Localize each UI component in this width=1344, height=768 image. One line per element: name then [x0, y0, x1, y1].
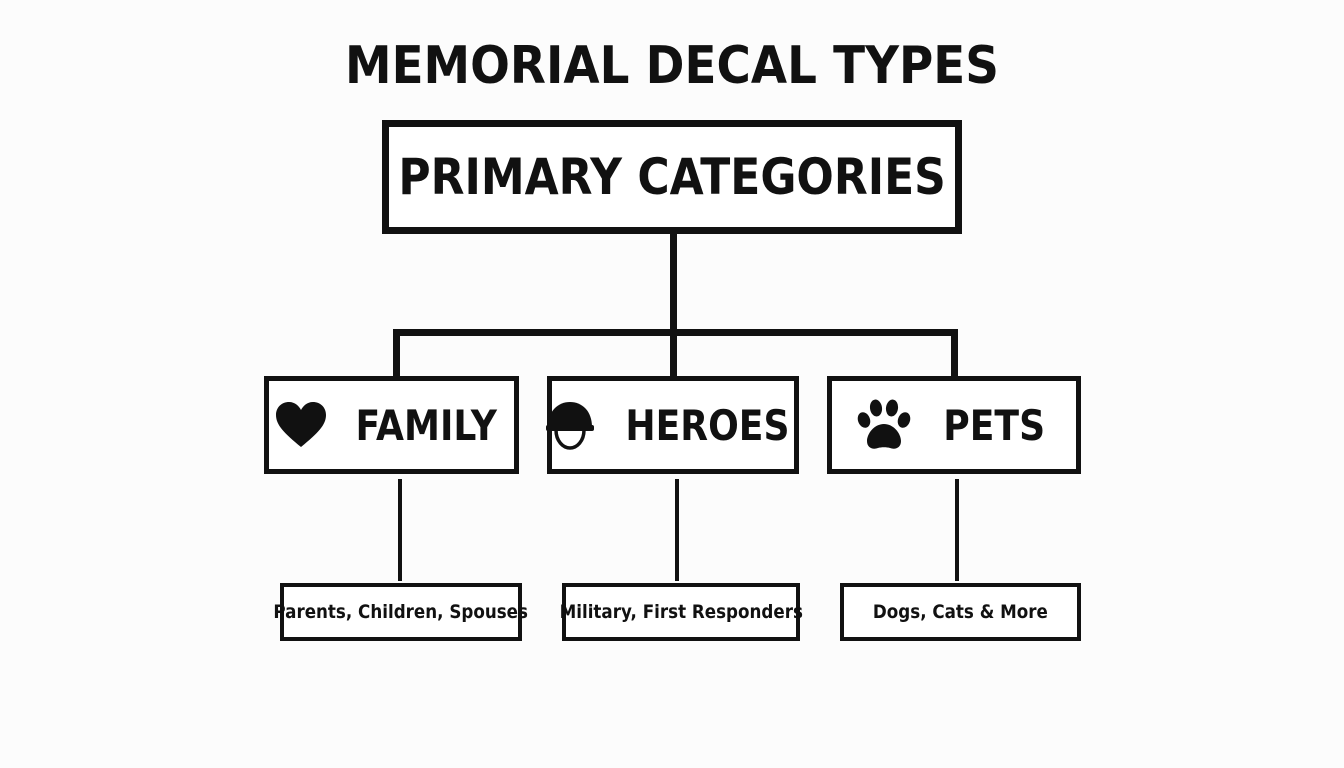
category-family-label: FAMILY: [355, 400, 498, 450]
category-heroes-label: HEROES: [624, 400, 790, 450]
category-heroes: HEROES: [544, 376, 799, 474]
family-to-detail-connector: [398, 479, 402, 581]
category-family: FAMILY: [264, 376, 519, 474]
heart-icon: [274, 401, 328, 449]
family-detail-label: Parents, Children, Spouses: [273, 601, 529, 623]
pets-to-detail-connector: [955, 479, 959, 581]
heroes-detail: Military, First Responders: [559, 583, 803, 641]
heroes-detail-label: Military, First Responders: [559, 601, 803, 623]
root-node-label: PRIMARY CATEGORIES: [398, 148, 946, 206]
family-detail: Parents, Children, Spouses: [274, 583, 528, 641]
pets-detail-label: Dogs, Cats & More: [873, 601, 1048, 623]
branch-to-pets-connector: [951, 329, 958, 379]
root-node: PRIMARY CATEGORIES: [382, 120, 962, 234]
root-trunk-connector: [670, 232, 677, 336]
branch-to-heroes-connector: [670, 329, 677, 379]
pets-detail: Dogs, Cats & More: [840, 583, 1081, 641]
branch-to-family-connector: [393, 329, 400, 379]
helmet-icon: [544, 399, 596, 451]
diagram-title: MEMORIAL DECAL TYPES: [345, 36, 999, 96]
category-pets: PETS: [827, 376, 1081, 474]
paw-icon: [855, 398, 913, 452]
category-pets-label: PETS: [943, 400, 1045, 450]
heroes-to-detail-connector: [675, 479, 679, 581]
